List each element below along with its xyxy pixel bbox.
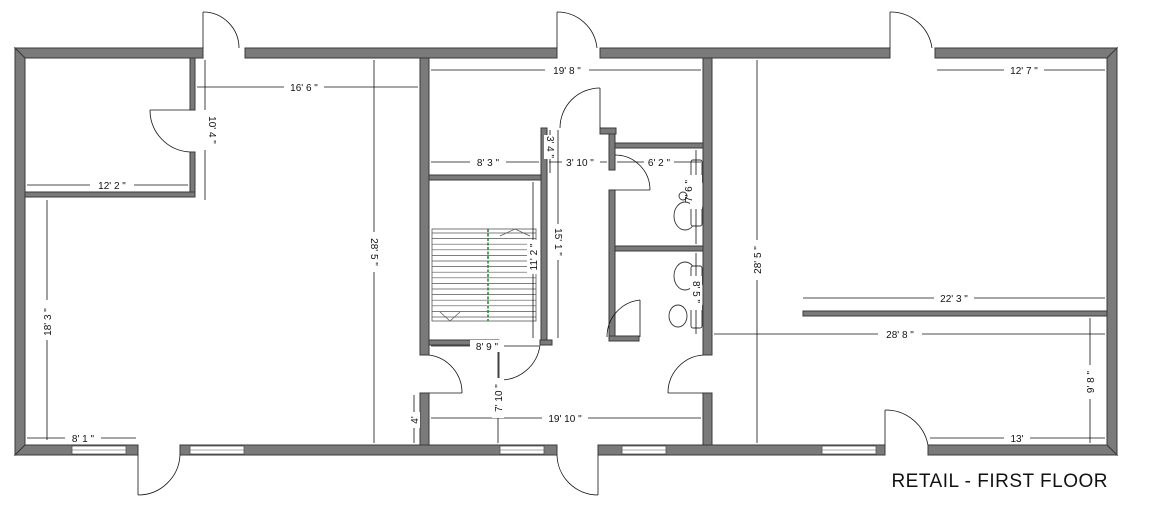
wall-stair-top (428, 174, 542, 181)
dimension-labels: 16' 6 " 10' 4 " 12' 2 " 18' 3 " 8' 1 " 2… (41, 64, 1097, 445)
dim-3-4: 3' 4 " (544, 136, 555, 159)
wall-top-mid (244, 47, 558, 59)
wall-restroom-top (599, 127, 617, 135)
wall-center-right (702, 57, 713, 356)
wall-top-left (13, 47, 204, 59)
dim-6-2: 6' 2 " (648, 158, 671, 169)
wall-restroom-mid (614, 245, 704, 252)
dim-8-1: 8' 1 " (72, 434, 95, 445)
wall-left (14, 46, 26, 457)
wall-restroom-inner-top (614, 142, 704, 149)
wall-top-right-b (934, 47, 1119, 59)
dim-18-3: 18' 3 " (43, 308, 54, 336)
wall-right (1106, 46, 1118, 457)
dim-8-3: 8' 3 " (477, 158, 500, 169)
dim-8-5: 8' 5 " (690, 281, 701, 304)
wall-bottom-c (597, 444, 886, 456)
wall-restroom-bottom (608, 335, 640, 342)
wall-restroom-left (608, 133, 616, 171)
dim-9-8: 9' 8 " (1086, 370, 1097, 393)
windows (71, 445, 877, 455)
wall-bottom-d (927, 444, 1119, 456)
dim-11-2: 11' 2 " (529, 243, 540, 270)
staircase (431, 228, 537, 322)
plan-title: RETAIL - FIRST FLOOR (891, 471, 1108, 492)
wall-office-right (189, 57, 196, 111)
exterior-walls (13, 46, 1119, 457)
dim-22-3: 22' 3 " (940, 294, 968, 305)
dimension-lines (27, 60, 1105, 443)
wall-office-bottom (24, 191, 196, 198)
wall-right-partition (802, 310, 1108, 317)
dim-28-5-left: 28' 5 " (368, 238, 379, 266)
wall-top-right-a (599, 47, 891, 59)
dim-12-2: 12' 2 " (98, 181, 126, 192)
doors (137, 11, 933, 496)
dim-4: 4' (410, 416, 421, 424)
dim-12-7: 12' 7 " (1010, 66, 1038, 77)
dim-19-8: 19' 8 " (553, 66, 581, 77)
dim-7-6: 7' 6 " (684, 179, 695, 202)
dim-28-8: 28' 8 " (886, 330, 914, 341)
wall-center-right-lower (702, 392, 713, 446)
dim-7-10: 7' 10 " (494, 384, 505, 412)
wall-center-left (419, 57, 430, 356)
wall-stair-right (540, 127, 548, 341)
interior-walls (24, 57, 1108, 446)
dim-28-5-right: 28' 5 " (753, 246, 764, 274)
dim-13: 13' (1010, 434, 1023, 445)
dim-19-10: 19' 10 " (548, 414, 582, 425)
wall-office-right-lower (189, 151, 196, 198)
dim-8-9: 8' 9 " (476, 342, 499, 353)
dim-15-1: 15' 1 " (552, 228, 563, 256)
wall-center-left-lower (419, 392, 430, 446)
dim-10-4: 10' 4 " (206, 116, 217, 144)
wall-stair-bottom-r (539, 339, 553, 346)
dim-16-6: 16' 6 " (290, 83, 318, 94)
dim-3-10: 3' 10 " (566, 158, 594, 169)
